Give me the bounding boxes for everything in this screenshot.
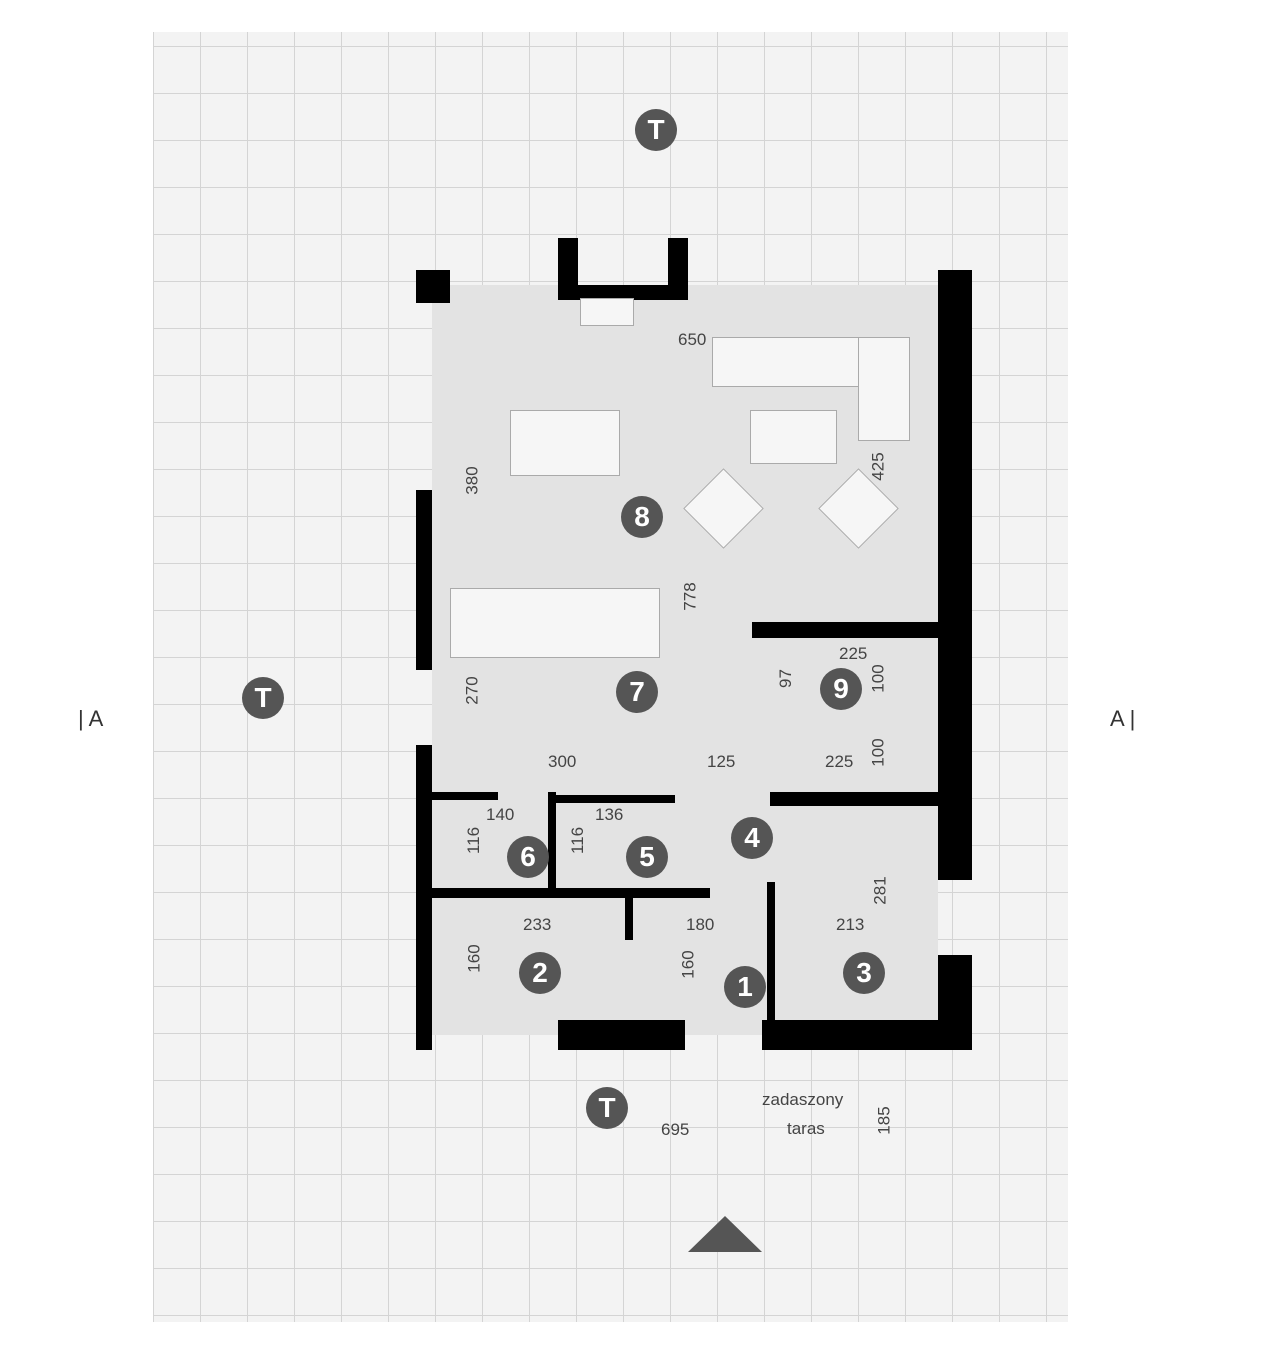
dimension: 100 [868, 738, 888, 767]
fireplace [580, 298, 634, 326]
wall [555, 795, 675, 803]
section-label: A [1110, 706, 1124, 731]
dimension: 180 [686, 915, 715, 934]
dimension: 225 [839, 644, 868, 663]
dimension: 136 [595, 805, 624, 824]
dimension: 116 [568, 826, 588, 855]
terrace-marker: T [242, 677, 284, 719]
wall [548, 792, 556, 892]
dimension: 185 [874, 1106, 894, 1135]
wall [416, 270, 450, 303]
dimension: 160 [678, 950, 698, 979]
dimension: 300 [548, 752, 577, 771]
wall [416, 745, 432, 1050]
dimension: 116 [464, 826, 484, 855]
dimension: 100 [868, 664, 888, 693]
dimension: 233 [523, 915, 552, 934]
room-5: 5 [626, 836, 668, 878]
terrace-marker: T [635, 109, 677, 151]
terrace-label-line2: taras [787, 1119, 825, 1138]
sofa [858, 337, 910, 441]
wall [416, 490, 432, 670]
chimney-wall [558, 238, 578, 300]
coffee-table [750, 410, 837, 464]
wall [752, 622, 938, 638]
wall [625, 895, 633, 940]
wall [558, 1020, 685, 1050]
dimension: 425 [868, 452, 888, 481]
room-3: 3 [843, 952, 885, 994]
dimension: 281 [870, 876, 890, 905]
room-4: 4 [731, 817, 773, 859]
section-marker-left: | A [78, 706, 104, 731]
dimension: 695 [661, 1120, 690, 1139]
dimension: 380 [462, 466, 482, 495]
room-9: 9 [820, 668, 862, 710]
dimension: 778 [680, 582, 700, 611]
wall [762, 1020, 972, 1050]
kitchen-island [450, 588, 660, 658]
chimney-wall [558, 285, 688, 300]
dimension: 650 [678, 330, 707, 349]
room-1: 1 [724, 966, 766, 1008]
wall [938, 270, 972, 880]
room-2: 2 [519, 952, 561, 994]
room-7: 7 [616, 671, 658, 713]
wall [770, 792, 938, 806]
dining-table [510, 410, 620, 476]
entrance-arrow-icon [688, 1216, 762, 1252]
dimension: 140 [486, 805, 515, 824]
wall [432, 888, 710, 898]
dimension: 213 [836, 915, 865, 934]
terrace-label-line1: zadaszony [762, 1090, 844, 1109]
wall [432, 792, 498, 800]
dimension: 225 [825, 752, 854, 771]
dimension: 270 [462, 676, 482, 705]
chimney-wall [668, 238, 688, 300]
dimension: 97 [775, 669, 795, 688]
section-label: A [88, 706, 104, 731]
section-marker-right: A | [1110, 706, 1136, 731]
room-8: 8 [621, 496, 663, 538]
dimension: 160 [464, 944, 484, 973]
dimension: 125 [707, 752, 736, 771]
terrace-marker: T [586, 1087, 628, 1129]
wall [767, 882, 775, 1022]
room-6: 6 [507, 836, 549, 878]
